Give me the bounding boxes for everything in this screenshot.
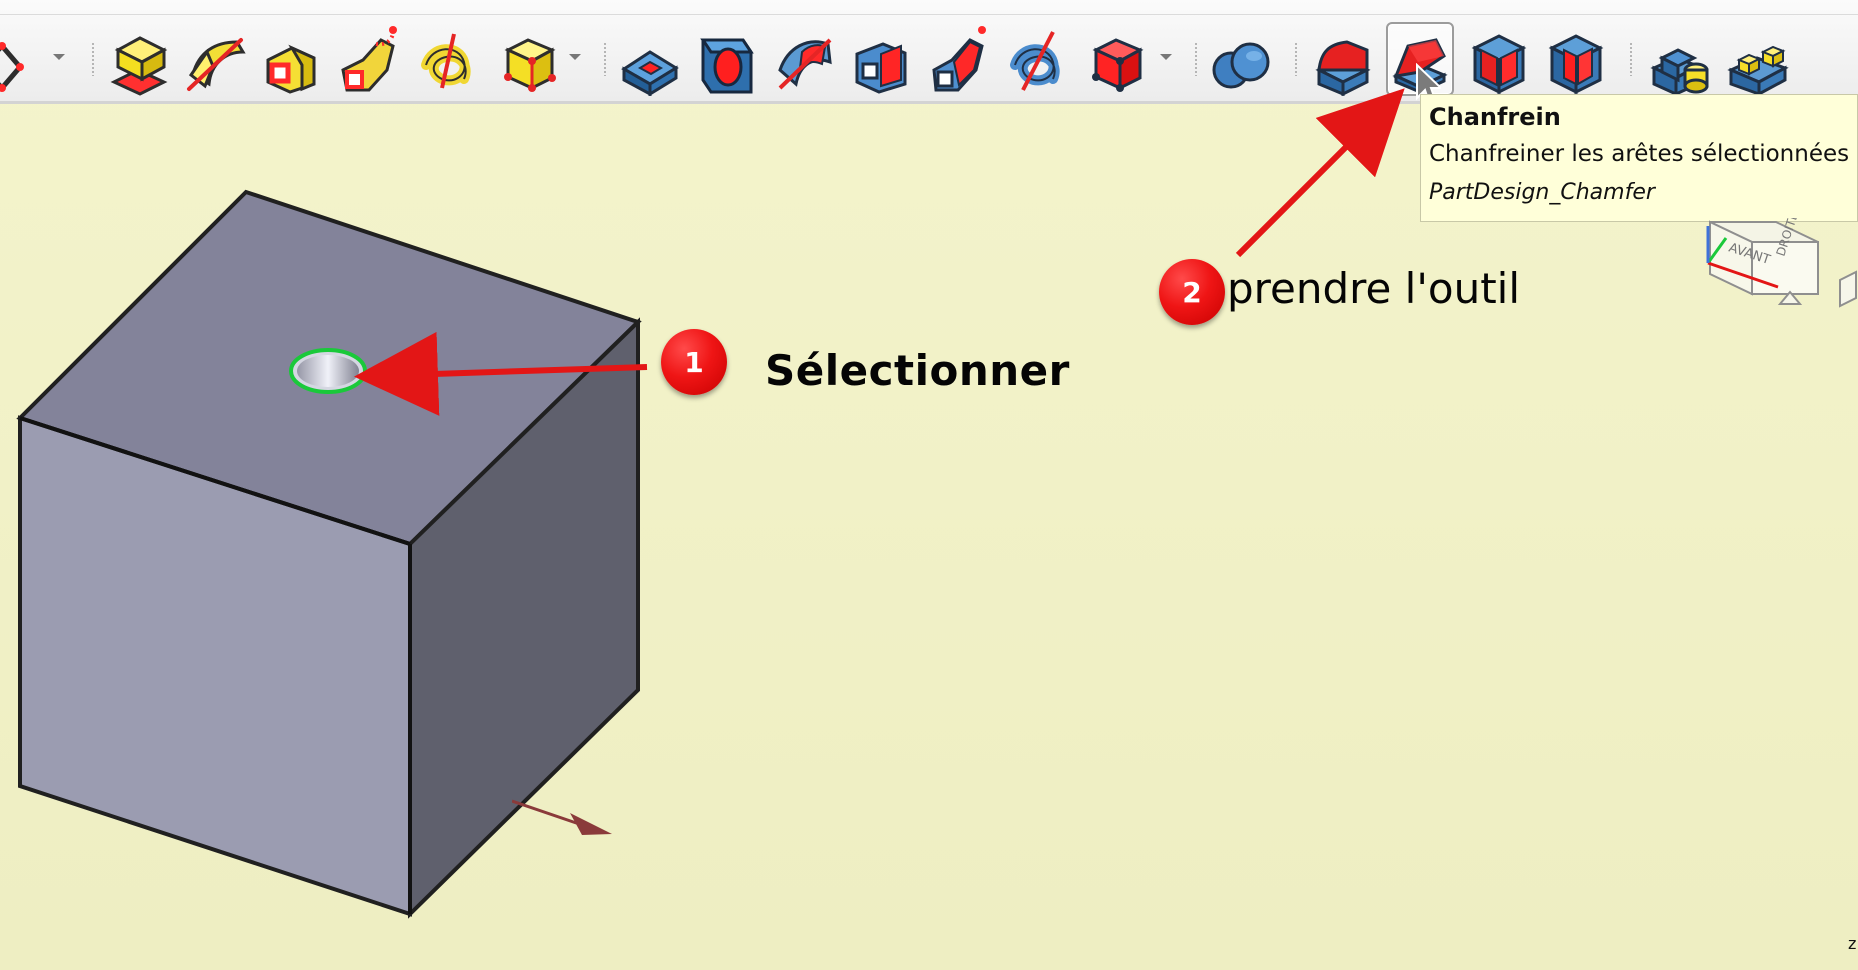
pad-icon	[110, 36, 168, 96]
toolbar-separator	[1294, 42, 1298, 76]
toolbar-separator	[603, 42, 607, 76]
step1-number: 1	[684, 345, 704, 379]
boolean-tool-button[interactable]	[1207, 22, 1275, 96]
linear-pattern-tool-button[interactable]	[1723, 22, 1791, 96]
additive-pipe-icon	[341, 26, 397, 92]
subtractive-primitive-tool-button[interactable]	[1082, 22, 1150, 96]
toolbar-top-line	[0, 14, 1858, 15]
additive-loft-tool-button[interactable]	[258, 22, 326, 96]
subtractive-loft-tool-button[interactable]	[847, 22, 915, 96]
toolbar-separator	[91, 42, 95, 76]
additive-primitive-icon	[504, 38, 556, 92]
mirror-icon	[1650, 48, 1709, 96]
navigation-cube-icon: AVANT DROITE	[1706, 218, 1857, 308]
step1-badge: 1	[661, 329, 727, 395]
subtractive-helix-icon	[1010, 31, 1060, 91]
z-axis-label: z	[1848, 934, 1857, 953]
pocket-icon	[621, 50, 679, 96]
tooltip-description: Chanfreiner les arêtes sélectionnées	[1429, 141, 1850, 167]
tooltip-title: Chanfrein	[1429, 103, 1561, 131]
subtractive-pipe-tool-button[interactable]	[924, 22, 992, 96]
thickness-icon	[1548, 34, 1604, 95]
additive-pipe-tool-button[interactable]	[335, 22, 403, 96]
subtractive-pipe-icon	[932, 26, 986, 92]
hole-icon	[700, 38, 754, 94]
additive-primitive-dropdown-button[interactable]	[566, 48, 584, 66]
additive-loft-icon	[266, 44, 316, 94]
pocket-tool-button[interactable]	[616, 22, 684, 96]
sketch-tool-button[interactable]	[0, 22, 50, 96]
boolean-icon	[1212, 42, 1270, 89]
navigation-cube[interactable]: AVANT DROITE	[1690, 218, 1858, 326]
draft-icon	[1471, 34, 1527, 95]
pad-tool-button[interactable]	[104, 22, 172, 96]
step2-label: prendre l'outil	[1227, 264, 1520, 313]
thickness-tool-button[interactable]	[1542, 22, 1610, 96]
step2-number: 2	[1182, 275, 1202, 309]
additive-helix-icon	[421, 33, 471, 89]
revolution-icon	[187, 38, 246, 91]
sketch-dropdown-button[interactable]	[50, 48, 68, 66]
chamfer-tooltip: Chanfrein Chanfreiner les arêtes sélecti…	[1420, 94, 1858, 222]
fillet-icon	[1315, 40, 1371, 96]
sketch-icon	[0, 42, 24, 92]
toolbar-separator	[1194, 42, 1198, 76]
step1-label: Sélectionner	[765, 346, 1070, 395]
subtractive-helix-tool-button[interactable]	[1001, 22, 1069, 96]
tooltip-command: PartDesign_Chamfer	[1429, 180, 1655, 205]
subtractive-primitive-dropdown-button[interactable]	[1157, 48, 1175, 66]
chevron-down-icon	[53, 54, 65, 60]
fillet-tool-button[interactable]	[1309, 22, 1377, 96]
additive-helix-tool-button[interactable]	[412, 22, 480, 96]
draft-tool-button[interactable]	[1465, 22, 1533, 96]
chevron-down-icon	[569, 54, 581, 60]
mirror-tool-button[interactable]	[1646, 22, 1714, 96]
partdesign-toolbar	[0, 0, 1858, 107]
groove-icon	[778, 38, 832, 90]
toolbar-separator	[1629, 42, 1633, 76]
x-axis-indicator	[512, 799, 612, 835]
step2-badge: 2	[1159, 259, 1225, 325]
additive-primitive-tool-button[interactable]	[494, 22, 562, 96]
linear-pattern-icon	[1727, 45, 1789, 96]
revolution-tool-button[interactable]	[181, 22, 249, 96]
groove-tool-button[interactable]	[770, 22, 838, 96]
chevron-down-icon	[1160, 54, 1172, 60]
hole-tool-button[interactable]	[693, 22, 761, 96]
subtractive-primitive-icon	[1092, 38, 1144, 92]
cube-model[interactable]	[0, 88, 650, 928]
subtractive-loft-icon	[855, 42, 907, 94]
